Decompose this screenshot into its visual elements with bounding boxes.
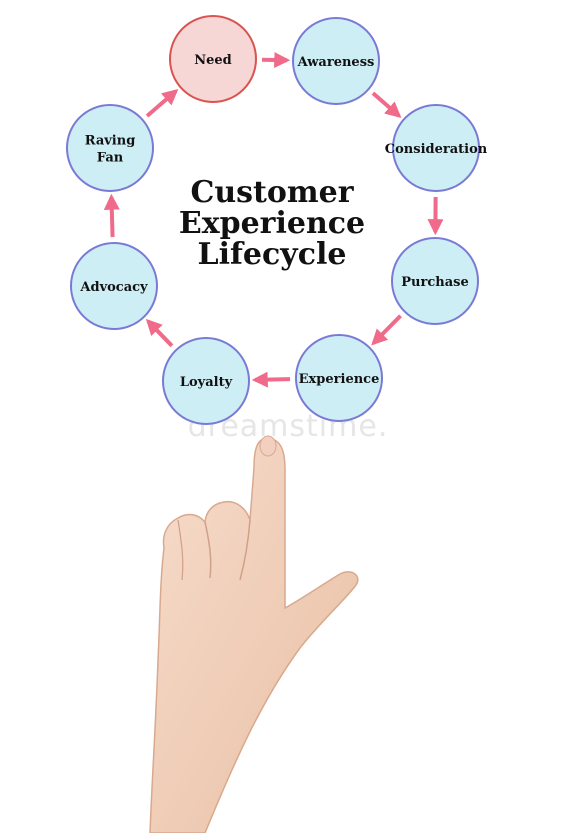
node-circle-loyalty bbox=[162, 337, 250, 425]
node-loyalty: Loyalty bbox=[162, 337, 250, 425]
node-consideration: Consideration bbox=[385, 104, 488, 192]
title-line-3: Lifecycle bbox=[198, 237, 347, 272]
arrow-purchase-to-experience bbox=[371, 314, 402, 346]
node-experience: Experience bbox=[295, 334, 383, 422]
node-advocacy: Advocacy bbox=[70, 242, 158, 330]
arrow-loyalty-to-advocacy bbox=[145, 318, 174, 348]
node-circle-advocacy bbox=[70, 242, 158, 330]
arrow-experience-to-loyalty bbox=[251, 371, 291, 388]
node-circle-awareness bbox=[292, 17, 380, 105]
title-line-1: Customer bbox=[190, 175, 354, 210]
arrow-group bbox=[103, 51, 444, 388]
node-label-awareness: Awareness bbox=[297, 55, 375, 70]
title-line-2: Experience bbox=[179, 206, 365, 241]
node-label-consideration: Consideration bbox=[385, 142, 488, 157]
node-label-advocacy: Advocacy bbox=[79, 280, 148, 295]
node-purchase: Purchase bbox=[391, 237, 479, 325]
node-label-purchase: Purchase bbox=[401, 275, 468, 290]
node-circle-consideration bbox=[392, 104, 480, 192]
node-circle-raving-fan bbox=[66, 104, 154, 192]
arrow-awareness-to-consideration bbox=[371, 91, 402, 118]
diagram-title: Customer Experience Lifecycle bbox=[179, 175, 365, 272]
node-label-raving-fan: Raving bbox=[85, 134, 136, 149]
node-label-raving-fan: Fan bbox=[97, 151, 124, 166]
arrow-raving-fan-to-need bbox=[145, 88, 179, 118]
node-circle-need bbox=[169, 15, 257, 103]
node-circle-purchase bbox=[391, 237, 479, 325]
node-label-loyalty: Loyalty bbox=[180, 375, 233, 390]
node-awareness: Awareness bbox=[292, 17, 380, 105]
node-need: Need bbox=[169, 15, 257, 103]
node-label-need: Need bbox=[194, 53, 232, 68]
pointing-hand-icon bbox=[149, 435, 359, 833]
node-circle-experience bbox=[295, 334, 383, 422]
arrow-advocacy-to-raving-fan bbox=[103, 193, 120, 238]
node-label-experience: Experience bbox=[299, 372, 380, 387]
